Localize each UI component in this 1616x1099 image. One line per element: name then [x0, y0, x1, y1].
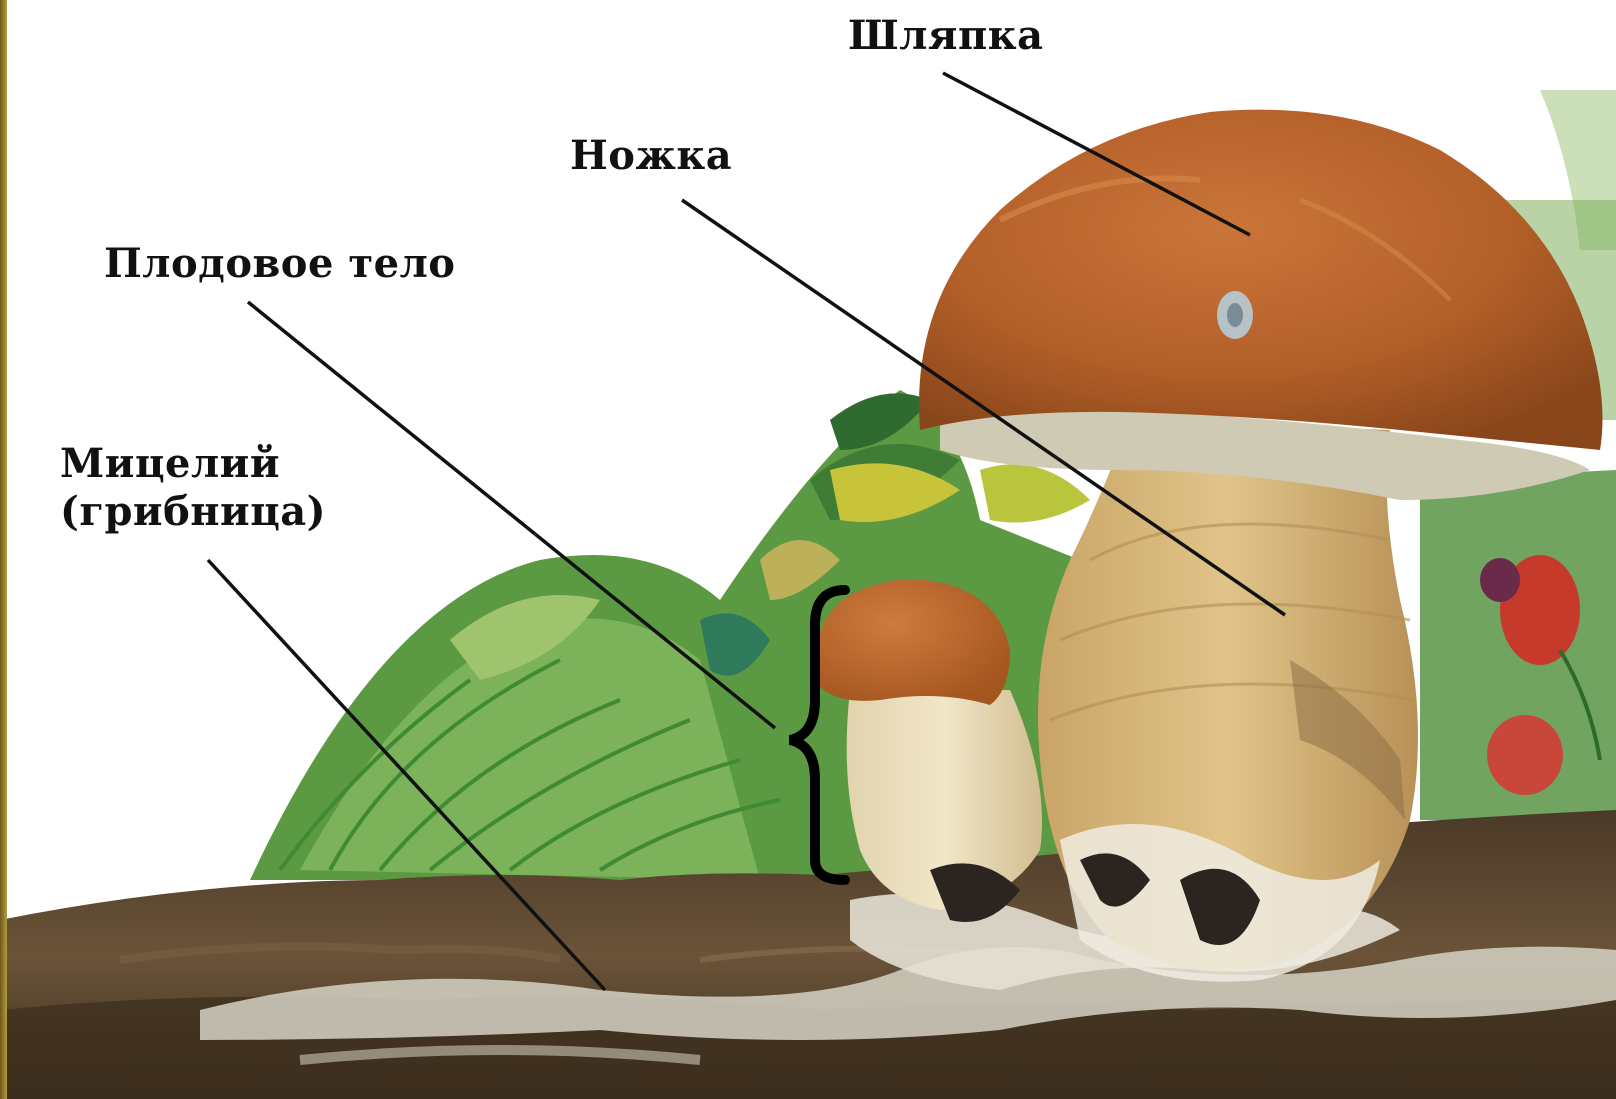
- frame-border: [0, 0, 7, 1099]
- label-fruiting-body: Плодовое тело: [104, 240, 455, 288]
- label-mycelium: Мицелий (грибница): [60, 440, 326, 536]
- label-cap: Шляпка: [848, 12, 1044, 60]
- red-leaves: [1420, 470, 1616, 820]
- label-stem: Ножка: [570, 132, 732, 180]
- label-mycelium-line1: Мицелий: [60, 440, 326, 488]
- label-mycelium-line2: (грибница): [60, 488, 326, 536]
